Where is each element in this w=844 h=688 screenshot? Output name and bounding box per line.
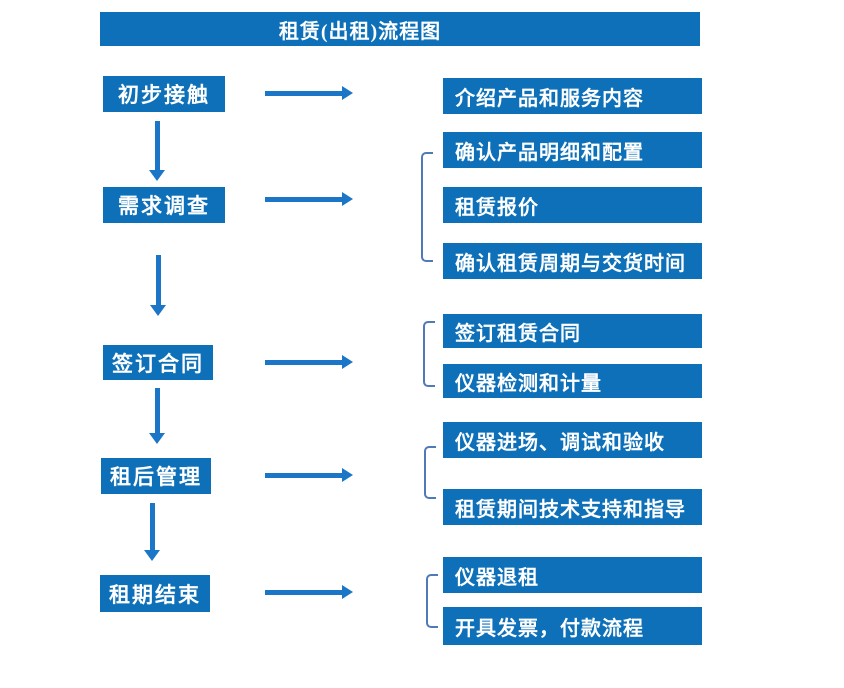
- arrow-shaft: [155, 121, 160, 171]
- arrow-down-head-icon: [150, 305, 166, 316]
- detail-box-introduce-products: 介绍产品和服务内容: [443, 78, 702, 114]
- flowchart-title: 租赁(出租)流程图: [100, 12, 700, 46]
- arrow-shaft: [155, 388, 160, 434]
- step-box-demand-survey: 需求调查: [103, 187, 225, 223]
- detail-box-sign-rental-contract: 签订租赁合同: [443, 314, 702, 348]
- group-bracket-management-details: [424, 446, 436, 499]
- detail-box-confirm-period-delivery: 确认租赁周期与交货时间: [443, 243, 702, 279]
- arrow-down-step1-step2-icon: [149, 121, 165, 181]
- arrow-down-step4-step5-icon: [144, 503, 160, 561]
- arrow-right-step1-icon: [265, 86, 353, 100]
- step-box-sign-contract: 签订合同: [103, 345, 213, 380]
- arrow-right-head-icon: [342, 192, 353, 206]
- arrow-shaft: [265, 91, 343, 96]
- group-bracket-contract-details: [423, 321, 435, 387]
- arrow-right-head-icon: [342, 468, 353, 482]
- step-box-initial-contact: 初步接触: [103, 76, 225, 112]
- step-box-post-rental-management: 租后管理: [101, 458, 211, 494]
- arrow-down-head-icon: [144, 550, 160, 561]
- detail-box-instrument-acceptance: 仪器进场、调试和验收: [443, 422, 702, 458]
- arrow-right-head-icon: [342, 585, 353, 599]
- arrow-down-head-icon: [149, 170, 165, 181]
- arrow-down-step3-step4-icon: [149, 388, 165, 444]
- detail-box-confirm-product-config: 确认产品明细和配置: [443, 132, 702, 168]
- detail-box-invoice-payment: 开具发票，付款流程: [443, 607, 702, 645]
- arrow-shaft: [156, 255, 161, 306]
- detail-box-instrument-testing: 仪器检测和计量: [443, 364, 702, 398]
- detail-box-technical-support: 租赁期间技术支持和指导: [443, 489, 702, 525]
- arrow-right-step2-icon: [265, 192, 353, 206]
- detail-box-rental-quote: 租赁报价: [443, 187, 702, 223]
- arrow-right-step4-icon: [265, 468, 353, 482]
- arrow-shaft: [150, 503, 155, 551]
- arrow-shaft: [265, 590, 343, 595]
- arrow-shaft: [265, 473, 343, 478]
- step-box-rental-end: 租期结束: [100, 575, 210, 612]
- arrow-right-head-icon: [342, 86, 353, 100]
- group-bracket-demand-survey-details: [421, 152, 433, 262]
- arrow-shaft: [265, 197, 343, 202]
- detail-box-instrument-return: 仪器退租: [443, 557, 702, 593]
- arrow-right-step3-icon: [265, 355, 353, 369]
- arrow-down-step2-step3-icon: [150, 255, 166, 316]
- group-bracket-rental-end-details: [426, 574, 438, 628]
- arrow-right-head-icon: [342, 355, 353, 369]
- arrow-right-step5-icon: [265, 585, 353, 599]
- arrow-down-head-icon: [149, 433, 165, 444]
- arrow-shaft: [265, 360, 343, 365]
